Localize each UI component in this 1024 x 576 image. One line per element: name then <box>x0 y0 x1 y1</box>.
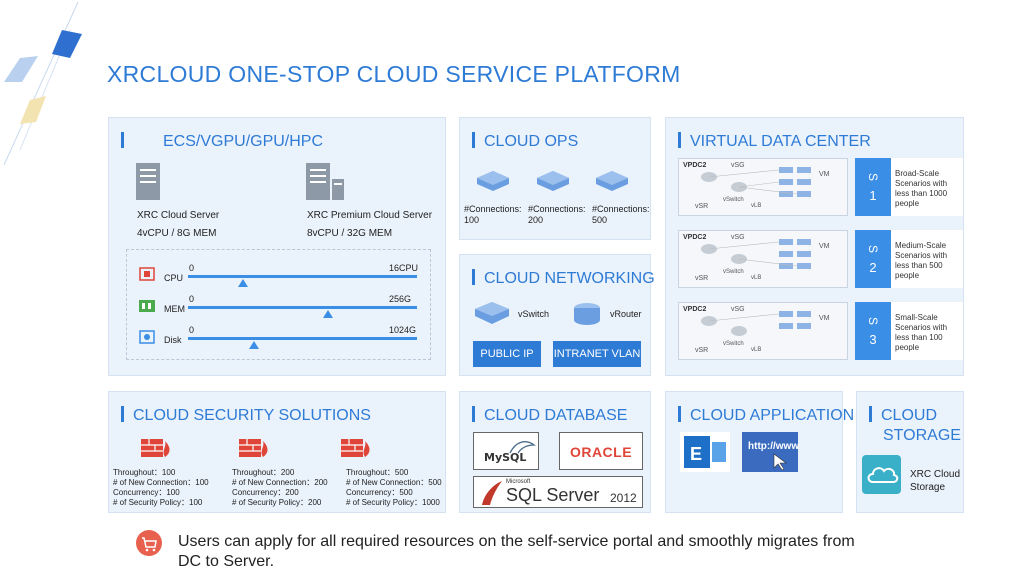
disk-slider-track[interactable] <box>188 337 417 340</box>
vdc-diagram: VPDC2 vSG VM vSR vSwitch vLB <box>678 302 848 360</box>
application-title: CLOUD APPLICATION <box>678 406 854 426</box>
vdc-diagram: VPDC2 vSG VM vSR vSwitch vLB <box>678 230 848 288</box>
cloud-server-icon <box>136 163 160 200</box>
virtual-data-center-panel: VIRTUAL DATA CENTER VPDC2 vSG VM vSR vSw… <box>665 117 964 376</box>
connections-label: #Connections: <box>592 204 650 214</box>
router-icon <box>596 171 628 191</box>
firewall-icon <box>141 439 170 457</box>
firewall-icon <box>239 439 268 457</box>
connections-label: #Connections: <box>528 204 586 214</box>
router-icon <box>537 171 569 191</box>
premium-server-icon <box>306 163 344 200</box>
scale-badge: S 1 <box>855 158 891 216</box>
oracle-logo: ORACLE <box>559 432 643 470</box>
disk-icon <box>139 330 155 344</box>
server-name: XRC Premium Cloud Server <box>307 210 433 221</box>
sql-server-logo: Microsoft SQL Server 2012 <box>473 476 643 508</box>
exchange-icon: E <box>680 432 730 472</box>
svg-text:E: E <box>690 444 702 464</box>
database-title: CLOUD DATABASE <box>472 406 627 426</box>
vdc-scale-card: S 1 Broad-Scale Scenarios with less than… <box>855 158 963 216</box>
mem-slider-thumb[interactable] <box>322 310 333 318</box>
cloud-security-panel: CLOUD SECURITY SOLUTIONS Throughout：100#… <box>108 391 446 513</box>
disk-label: Disk <box>164 335 182 345</box>
vswitch-icon <box>475 302 509 324</box>
mysql-logo: MySQL <box>473 432 539 470</box>
memory-icon <box>139 300 155 312</box>
cloud-database-panel: CLOUD DATABASE MySQL ORACLE Microsoft SQ… <box>459 391 651 513</box>
security-title: CLOUD SECURITY SOLUTIONS <box>121 406 371 426</box>
server-name: XRC Cloud Server <box>137 210 220 221</box>
cpu-slider-thumb[interactable] <box>237 279 248 287</box>
server-spec: 8vCPU / 32G MEM <box>307 228 393 239</box>
ops-title: CLOUD OPS <box>472 132 578 152</box>
disk-slider-thumb[interactable] <box>249 341 260 349</box>
slider-max: 1024G <box>389 325 417 335</box>
mem-slider-track[interactable] <box>188 306 417 309</box>
cpu-icon <box>139 267 155 281</box>
mem-label: MEM <box>164 304 185 314</box>
page-title: XRCLOUD ONE-STOP CLOUD SERVICE PLATFORM <box>107 61 681 87</box>
cloud-application-panel: CLOUD APPLICATION E http://www <box>665 391 854 513</box>
cloud-storage-icon <box>862 455 901 494</box>
networking-title: CLOUD NETWORKING <box>472 269 655 289</box>
vdc-scale-card: S 3 Small-Scale Scenarios with less than… <box>855 302 963 360</box>
cloud-networking-panel: CLOUD NETWORKING vSwitch vRouter PUBLIC … <box>459 254 655 376</box>
vdc-diagram: VPDC2 vSG VM vSR vSwitch vLB <box>678 158 848 216</box>
vswitch-label: vSwitch <box>518 309 550 319</box>
resource-slider-box <box>126 249 431 360</box>
slider-max: 16CPU <box>389 263 419 273</box>
connections-label: #Connections: <box>464 204 522 214</box>
cloud-ops-panel: CLOUD OPS #Connections: 100 #Connections… <box>459 117 651 240</box>
slider-min: 0 <box>189 325 195 335</box>
vrouter-label: vRouter <box>610 309 642 319</box>
web-browser-icon: http://www <box>742 432 799 472</box>
footer-description: Users can apply for all required resourc… <box>178 533 855 570</box>
slider-min: 0 <box>189 263 195 273</box>
storage-title-line2: STORAGE <box>883 427 961 444</box>
firewall-icon <box>341 439 370 457</box>
scale-description: Medium-Scale Scenarios with less than 50… <box>895 241 948 280</box>
cpu-label: CPU <box>164 273 184 283</box>
ecs-title: ECS/VGPU/GPU/HPC <box>121 132 323 152</box>
ecs-panel: ECS/VGPU/GPU/HPC XRC Cloud Server 4vCPU … <box>108 117 446 376</box>
decorative-shapes <box>3 1 82 166</box>
slider-min: 0 <box>189 294 195 304</box>
public-ip-button[interactable]: PUBLIC IP <box>473 341 541 367</box>
router-icon <box>477 171 509 191</box>
server-spec: 4vCPU / 8G MEM <box>137 228 217 239</box>
scale-badge: S 2 <box>855 230 891 288</box>
scale-description: Small-Scale Scenarios with less than 100… <box>895 313 948 352</box>
storage-title: CLOUD <box>869 406 937 426</box>
vdc-scale-card: S 2 Medium-Scale Scenarios with less tha… <box>855 230 963 288</box>
scale-description: Broad-Scale Scenarios with less than 100… <box>895 169 948 208</box>
connections-value: 100 <box>464 215 480 225</box>
scale-badge: S 3 <box>855 302 891 360</box>
cpu-slider-track[interactable] <box>188 275 417 278</box>
shopping-cart-icon <box>136 530 162 556</box>
slider-max: 256G <box>389 294 412 304</box>
intranet-vlan-button[interactable]: INTRANET VLAN <box>553 341 641 367</box>
vdc-title: VIRTUAL DATA CENTER <box>678 132 871 152</box>
vrouter-icon <box>574 303 600 325</box>
connections-value: 500 <box>592 215 608 225</box>
connections-value: 200 <box>528 215 544 225</box>
